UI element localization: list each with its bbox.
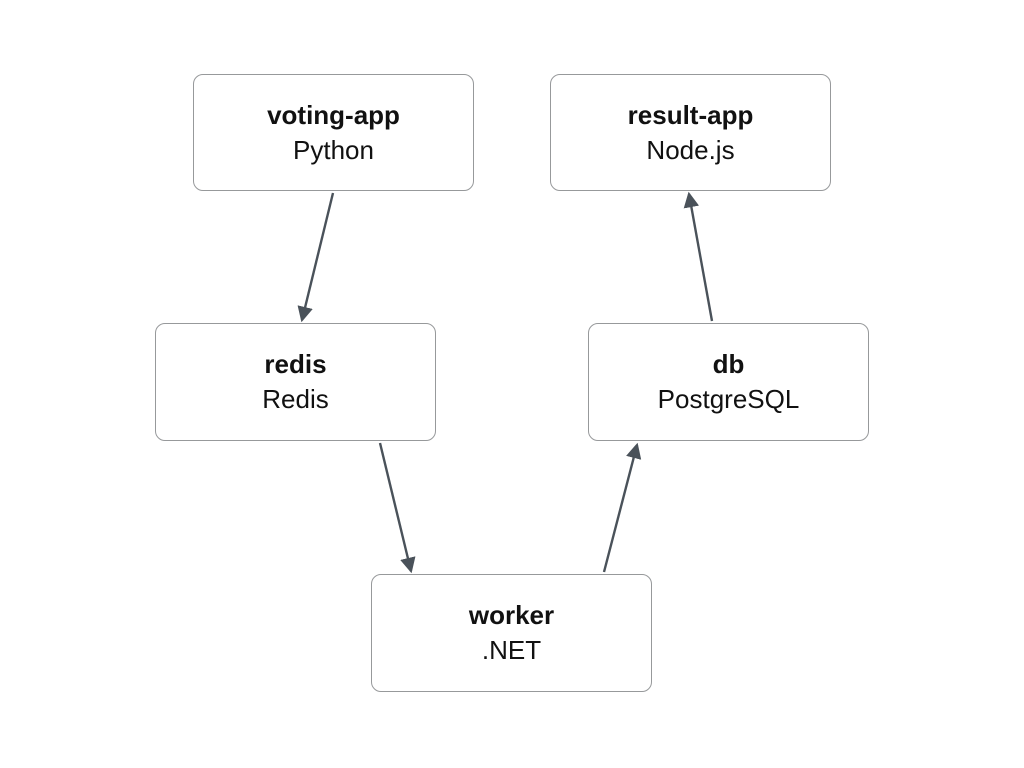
- edge-worker-to-db: [602, 442, 642, 573]
- node-worker: worker .NET: [371, 574, 652, 692]
- node-db-subtitle: PostgreSQL: [657, 384, 800, 414]
- node-voting-app: voting-app Python: [193, 74, 474, 191]
- node-redis-subtitle: Redis: [262, 384, 329, 414]
- node-redis: redis Redis: [155, 323, 436, 441]
- node-redis-title: redis: [264, 349, 327, 379]
- node-worker-subtitle: .NET: [481, 635, 542, 665]
- node-result-app-title: result-app: [627, 99, 754, 130]
- node-result-app: result-app Node.js: [550, 74, 831, 191]
- edge-redis-to-worker: [378, 442, 416, 574]
- node-db: db PostgreSQL: [588, 323, 869, 441]
- node-voting-app-title: voting-app: [267, 99, 400, 130]
- node-db-title: db: [712, 349, 745, 379]
- edge-db-to-result-app: [683, 191, 714, 322]
- node-worker-title: worker: [468, 600, 555, 630]
- edge-voting-app-to-redis: [297, 192, 335, 323]
- node-voting-app-subtitle: Python: [293, 134, 374, 165]
- node-result-app-subtitle: Node.js: [646, 134, 735, 165]
